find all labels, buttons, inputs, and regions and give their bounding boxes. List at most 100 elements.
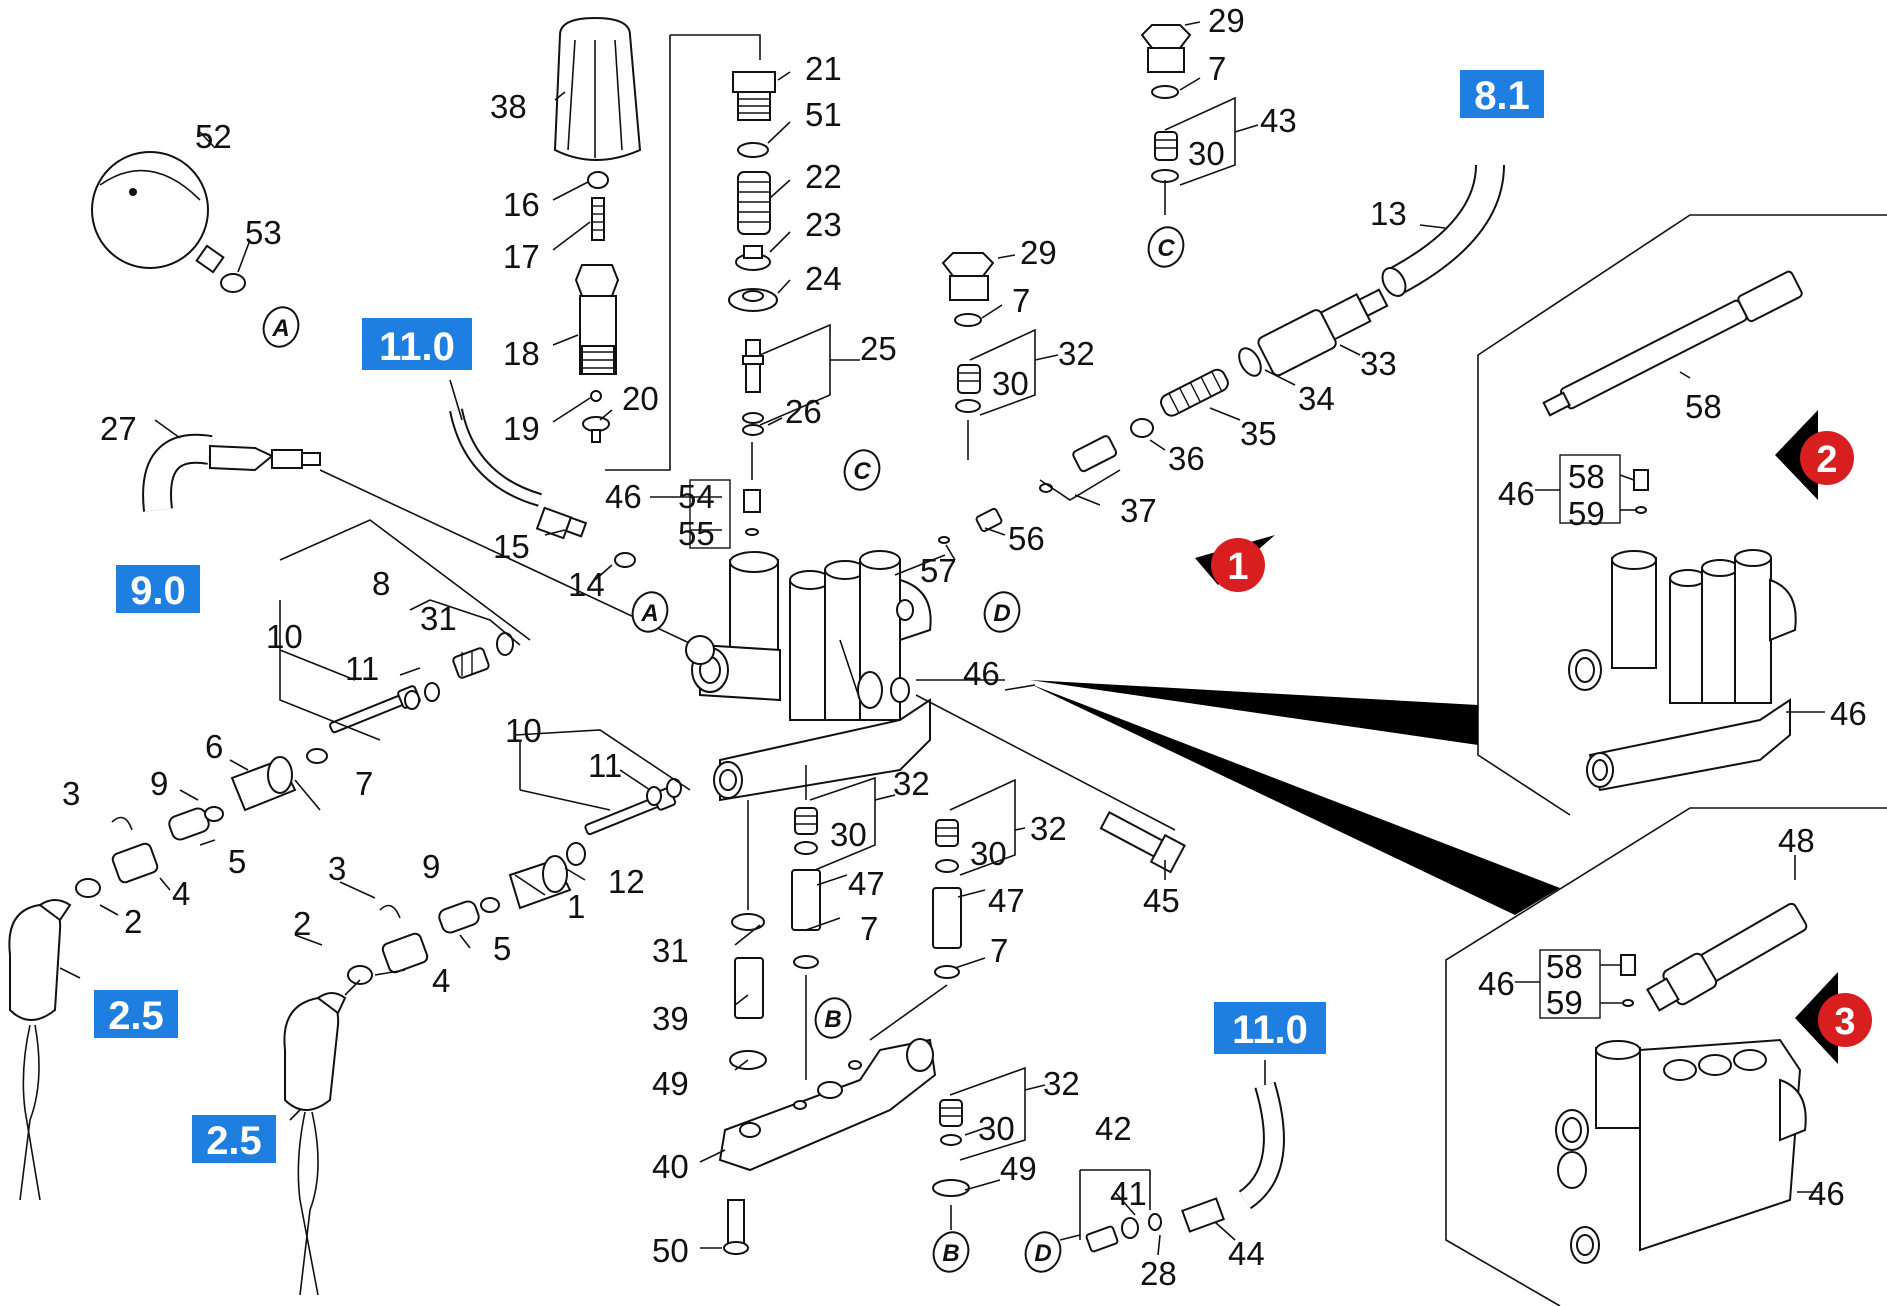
part-label-40: 40 [652, 1148, 689, 1185]
part-label-30: 30 [1188, 135, 1225, 172]
spring-part [1160, 368, 1229, 417]
o-ring-part [737, 142, 769, 158]
svg-text:C: C [853, 458, 871, 485]
variant-pointer-2 [1030, 680, 1478, 745]
lance-part [1646, 902, 1808, 1012]
o-ring-part [742, 412, 764, 424]
adjust-nut-part [587, 171, 609, 189]
part-label-25: 25 [860, 330, 897, 367]
o-ring-part [731, 913, 765, 931]
part-label-58: 58 [1568, 458, 1605, 495]
part-label-49: 49 [1000, 1150, 1037, 1187]
part-label-3: 3 [62, 775, 80, 812]
valve-part [1154, 131, 1178, 161]
part-label-7: 7 [990, 932, 1008, 969]
part-label-47: 47 [988, 882, 1025, 919]
screw-part [1099, 811, 1186, 874]
part-label-47: 47 [848, 865, 885, 902]
o-ring-part [934, 965, 960, 979]
pump-manifold-part [1555, 1038, 1807, 1264]
variant-panel-2 [1477, 214, 1887, 816]
hose-fitting-part [209, 444, 321, 472]
valve-cage-part [932, 887, 962, 949]
svg-text:2.5: 2.5 [206, 1119, 262, 1163]
part-label-59: 59 [1546, 984, 1583, 1021]
part-label-30: 30 [992, 365, 1029, 402]
o-ring-part [932, 1179, 970, 1197]
o-ring-part [742, 424, 764, 436]
control-cap-part [553, 16, 642, 161]
plug-part [381, 932, 429, 974]
part-label-21: 21 [805, 50, 842, 87]
part-label-51: 51 [805, 96, 842, 133]
o-ring-part [940, 1134, 962, 1146]
part-label-6: 6 [205, 728, 223, 765]
valve-part [794, 807, 818, 835]
clip-part [379, 904, 401, 919]
svg-text:3: 3 [1834, 1001, 1855, 1043]
part-label-22: 22 [805, 158, 842, 195]
reference-box-2-5: 2.5 [94, 990, 178, 1038]
part-labels: 38 52 53 16 17 18 19 20 21 51 22 23 24 2… [62, 2, 1867, 1292]
ball-part [590, 390, 602, 402]
hex-nut-part [728, 288, 778, 312]
o-ring-part [745, 528, 759, 536]
part-label-46: 46 [1830, 695, 1867, 732]
o-ring-part [646, 786, 662, 806]
insert-part [743, 489, 761, 513]
reference-box-11-0: 11.0 [362, 318, 472, 370]
part-label-23: 23 [805, 206, 842, 243]
o-ring-part [1635, 506, 1647, 514]
part-label-12: 12 [608, 863, 645, 900]
part-label-58: 58 [1546, 948, 1583, 985]
o-ring-part [794, 841, 818, 855]
variant-marker-1: 1 [1195, 535, 1275, 592]
part-label-46: 46 [1498, 475, 1535, 512]
connection-marker-c: C [843, 449, 881, 491]
part-label-24: 24 [805, 260, 842, 297]
svg-text:9.0: 9.0 [130, 569, 186, 613]
part-label-10: 10 [505, 712, 542, 749]
part-label-27: 27 [100, 410, 137, 447]
part-label-9: 9 [150, 765, 168, 802]
valve-cage-part [791, 869, 821, 931]
reference-box-2-5: 2.5 [192, 1115, 276, 1163]
washer-part [204, 806, 224, 822]
part-label-50: 50 [652, 1232, 689, 1269]
part-label-15: 15 [493, 528, 530, 565]
part-label-4: 4 [432, 962, 450, 999]
part-label-32: 32 [1058, 335, 1095, 372]
variant-marker-3: 3 [1795, 972, 1872, 1064]
washer-part [75, 878, 101, 898]
part-label-3: 3 [328, 850, 346, 887]
part-label-26: 26 [785, 393, 822, 430]
part-label-31: 31 [420, 600, 457, 637]
plug-part [111, 842, 159, 884]
part-label-45: 45 [1143, 882, 1180, 919]
unloader-piston-part [584, 787, 677, 836]
part-label-43: 43 [1260, 102, 1297, 139]
part-label-7: 7 [1208, 50, 1226, 87]
reference-box-9-0: 9.0 [116, 565, 200, 613]
o-ring-part [938, 536, 950, 544]
svg-text:B: B [942, 1240, 959, 1267]
part-label-49: 49 [652, 1065, 689, 1102]
part-label-17: 17 [503, 238, 540, 275]
part-label-19: 19 [503, 410, 540, 447]
nozzle-part [1072, 435, 1118, 473]
switch-body-part [230, 756, 297, 812]
svg-text:1: 1 [1227, 546, 1248, 588]
insert-part [1633, 469, 1649, 491]
connection-marker-b: B [932, 1231, 970, 1273]
plug-part [941, 252, 995, 301]
svg-text:8.1: 8.1 [1474, 74, 1530, 118]
switch-body-part [508, 855, 572, 910]
hose-fitting-part [535, 506, 588, 540]
reference-box-8-1: 8.1 [1460, 70, 1544, 118]
o-ring-part [424, 682, 440, 702]
coupling-part [1257, 288, 1389, 377]
pump-manifold-part [685, 550, 932, 802]
o-ring-part [404, 690, 420, 710]
part-label-7: 7 [1012, 282, 1030, 319]
part-label-33: 33 [1360, 345, 1397, 382]
